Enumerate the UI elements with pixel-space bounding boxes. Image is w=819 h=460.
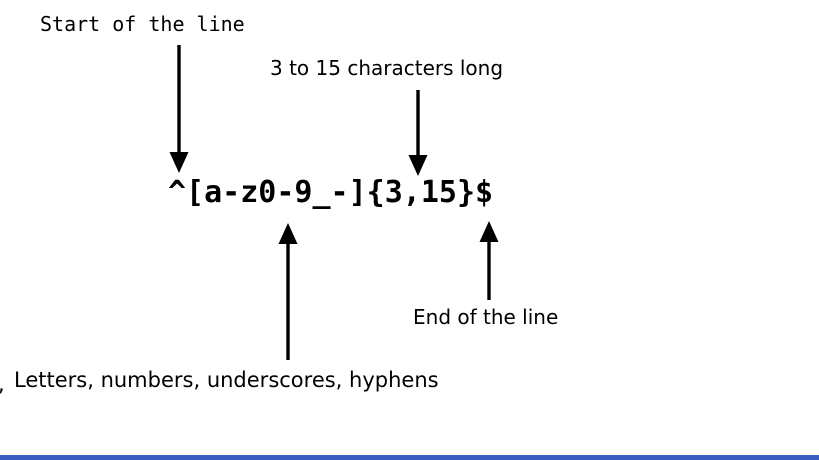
arrow-down-length-quantifier [408,90,428,176]
clipped-glyph-fragment: , [0,372,3,396]
regex-pattern: ^[a-z0-9_-]{3,15}$ [168,175,494,210]
annotation-label-end-anchor: End of the line [413,305,559,329]
bottom-accent-bar [0,455,819,460]
annotation-label-length-quantifier: 3 to 15 characters long [270,56,504,80]
arrow-down-start-anchor [169,45,189,173]
arrow-up-end-anchor [479,221,499,300]
annotation-label-character-class: Letters, numbers, underscores, hyphens [14,368,439,392]
annotation-label-start-anchor: Start of the line [40,12,245,36]
arrow-up-character-class [278,223,298,360]
